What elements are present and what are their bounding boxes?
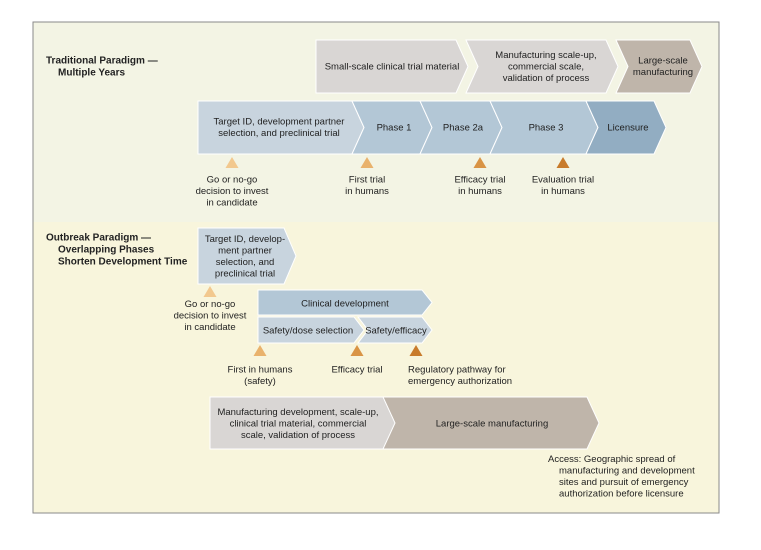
traditional-mfg-scaleup-chevron (465, 39, 619, 94)
traditional-licensure-chevron (585, 100, 667, 155)
outbreak-paradigm-label-line: Overlapping Phases (58, 245, 155, 256)
traditional-efficacy-trial-label-line: Efficacy trial (454, 174, 505, 185)
clinical-development-label: Clinical development (301, 298, 389, 309)
outbreak-target-id-label-line: ment partner (218, 246, 272, 257)
traditional-mfg-scaleup-label-line: commercial scale, (508, 61, 584, 72)
outbreak-target-id-label-line: Target ID, develop- (205, 234, 285, 245)
traditional-paradigm-label-line: Multiple Years (58, 68, 126, 79)
manufacturing-development-label-line: Manufacturing development, scale-up, (217, 407, 378, 418)
outbreak-efficacy-trial-label-line: Efficacy trial (331, 364, 382, 375)
outbreak-go-no-go-triangle-icon (203, 286, 217, 297)
outbreak-first-humans-label: First in humans(safety) (228, 364, 293, 387)
traditional-phase-3-label-line: Phase 3 (529, 122, 564, 133)
outbreak-go-no-go-label-line: in candidate (184, 322, 235, 333)
traditional-mfg-scaleup-label: Manufacturing scale-up,commercial scale,… (495, 50, 596, 84)
traditional-efficacy-trial-label-line: in humans (458, 186, 502, 197)
traditional-evaluation-trial-triangle-icon (556, 157, 570, 168)
safety-dose-selection-chevron (257, 316, 365, 344)
traditional-go-no-go-label-line: Go or no-go (207, 174, 258, 185)
safety-efficacy-label: Safety/efficacy (365, 325, 427, 336)
traditional-licensure-label-line: Licensure (607, 122, 648, 133)
clinical-development-label-line: Clinical development (301, 298, 389, 309)
traditional-paradigm-label: Traditional Paradigm —Multiple Years (46, 56, 158, 79)
outbreak-efficacy-trial-triangle-icon (350, 345, 364, 356)
outbreak-efficacy-trial-label: Efficacy trial (331, 364, 382, 375)
traditional-evaluation-trial-label-line: in humans (541, 186, 585, 197)
figure-border (32, 21, 720, 514)
safety-dose-selection-label: Safety/dose selection (263, 325, 353, 336)
outbreak-first-humans-label-line: First in humans (228, 364, 293, 375)
outbreak-target-id-label-line: preclinical trial (215, 269, 275, 280)
traditional-first-trial-triangle-icon (360, 157, 374, 168)
outbreak-panel-background (33, 222, 719, 513)
traditional-first-trial-label-line: in humans (345, 186, 389, 197)
access-note-line: authorization before licensure (559, 489, 684, 500)
outbreak-regulatory-label-line: emergency authorization (408, 376, 512, 387)
outbreak-go-no-go-label-line: decision to invest (174, 310, 247, 321)
manufacturing-development-label: Manufacturing development, scale-up,clin… (217, 407, 378, 441)
traditional-small-scale-label: Small-scale clinical trial material (325, 61, 460, 72)
traditional-efficacy-trial-triangle-icon (473, 157, 487, 168)
manufacturing-development-label-line: scale, validation of process (241, 430, 355, 441)
traditional-go-no-go-label-line: decision to invest (196, 186, 269, 197)
traditional-licensure-label: Licensure (607, 122, 648, 133)
traditional-mfg-scaleup-label-line: validation of process (503, 73, 590, 84)
outbreak-first-humans-label-line: (safety) (244, 376, 276, 387)
traditional-first-trial-label-line: First trial (349, 174, 385, 185)
traditional-paradigm-label-line: Traditional Paradigm — (46, 56, 158, 67)
outbreak-regulatory-triangle-icon (409, 345, 423, 356)
large-scale-manufacturing-label-line: Large-scale manufacturing (436, 418, 548, 429)
outbreak-target-id-label-line: selection, and (216, 257, 275, 268)
traditional-go-no-go-triangle-icon (225, 157, 239, 168)
traditional-phase-2a-label-line: Phase 2a (443, 122, 484, 133)
traditional-small-scale-chevron (315, 39, 469, 94)
traditional-phase-1-label-line: Phase 1 (377, 122, 412, 133)
outbreak-target-id-chevron (197, 227, 297, 285)
access-note-line: manufacturing and development (559, 466, 695, 477)
access-note-line: Access: Geographic spread of (548, 454, 676, 465)
traditional-large-scale-chevron (615, 39, 703, 94)
traditional-large-scale-label-line: manufacturing (633, 67, 693, 78)
outbreak-regulatory-label-line: Regulatory pathway for (408, 364, 506, 375)
clinical-development-chevron (257, 289, 433, 316)
manufacturing-development-label-line: clinical trial material, commercial (230, 418, 367, 429)
traditional-target-id-label-line: selection, and preclinical trial (218, 128, 339, 139)
traditional-large-scale-label-line: Large-scale (638, 56, 688, 67)
traditional-mfg-scaleup-label-line: Manufacturing scale-up, (495, 50, 596, 61)
traditional-phase-2a-label: Phase 2a (443, 122, 484, 133)
traditional-phase-3-label: Phase 3 (529, 122, 564, 133)
traditional-evaluation-trial-label-line: Evaluation trial (532, 174, 594, 185)
large-scale-manufacturing-label: Large-scale manufacturing (436, 418, 548, 429)
outbreak-first-humans-triangle-icon (253, 345, 267, 356)
outbreak-paradigm-label-line: Shorten Development Time (58, 257, 188, 268)
outbreak-go-no-go-label-line: Go or no-go (185, 299, 236, 310)
safety-dose-selection-label-line: Safety/dose selection (263, 325, 353, 336)
access-note-line: sites and pursuit of emergency (559, 477, 689, 488)
large-scale-manufacturing-chevron (382, 396, 600, 450)
traditional-small-scale-label-line: Small-scale clinical trial material (325, 61, 460, 72)
traditional-go-no-go-label-line: in candidate (206, 197, 257, 208)
safety-efficacy-label-line: Safety/efficacy (365, 325, 427, 336)
outbreak-paradigm-label-line: Outbreak Paradigm — (46, 233, 151, 244)
traditional-phase-1-label: Phase 1 (377, 122, 412, 133)
safety-efficacy-chevron (356, 316, 433, 344)
traditional-target-id-label-line: Target ID, development partner (214, 117, 345, 128)
